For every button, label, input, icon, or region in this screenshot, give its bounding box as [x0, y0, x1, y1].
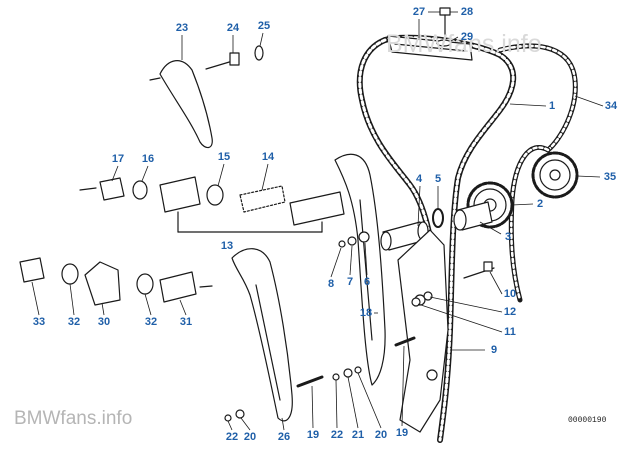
- callout-14[interactable]: 14: [261, 151, 275, 163]
- callout-1[interactable]: 1: [548, 100, 556, 112]
- callout-10[interactable]: 10: [503, 288, 517, 300]
- washer-12: [423, 291, 433, 301]
- bolt-10: [463, 261, 495, 279]
- callout-13[interactable]: 13: [220, 240, 234, 252]
- washer-21: [343, 368, 353, 378]
- washer-6: [358, 231, 370, 243]
- callout-4[interactable]: 4: [415, 173, 423, 185]
- lower-left-parts: [19, 257, 213, 306]
- callout-11[interactable]: 11: [504, 326, 516, 338]
- callout-20-left[interactable]: 20: [243, 431, 257, 443]
- washer-8: [338, 240, 346, 248]
- callout-21[interactable]: 21: [351, 429, 365, 441]
- washer-11: [411, 297, 421, 307]
- guide-rail-9: [397, 229, 449, 433]
- callout-29[interactable]: 29: [460, 31, 474, 43]
- callout-26[interactable]: 26: [277, 431, 291, 443]
- callout-33[interactable]: 33: [32, 316, 46, 328]
- callout-22-right[interactable]: 22: [330, 429, 344, 441]
- callout-23[interactable]: 23: [175, 22, 189, 34]
- guide-rail-26: [231, 248, 293, 422]
- callout-20-right[interactable]: 20: [374, 429, 388, 441]
- pin-19-lower: [296, 375, 324, 388]
- washer-20-lower: [354, 366, 362, 374]
- callout-30[interactable]: 30: [97, 316, 111, 328]
- callout-6[interactable]: 6: [363, 276, 371, 288]
- washer-29: [436, 39, 452, 47]
- callout-32-right[interactable]: 32: [144, 316, 158, 328]
- watermark-bottom: BMWfans.info: [14, 408, 133, 429]
- callout-27[interactable]: 27: [412, 6, 426, 18]
- callout-19-lower[interactable]: 19: [306, 429, 320, 441]
- callout-15[interactable]: 15: [217, 151, 231, 163]
- callout-5[interactable]: 5: [434, 173, 442, 185]
- callout-3[interactable]: 3: [504, 231, 512, 243]
- pin-19-upper: [394, 336, 416, 347]
- guide-23: [149, 60, 213, 149]
- callout-24[interactable]: 24: [226, 22, 240, 34]
- watermark-top: BMWfans.info: [386, 30, 542, 58]
- callout-31[interactable]: 31: [179, 316, 193, 328]
- callout-17[interactable]: 17: [111, 153, 125, 165]
- washer-20: [235, 409, 245, 419]
- bolt-24: [205, 52, 240, 70]
- callout-32-left[interactable]: 32: [67, 316, 81, 328]
- callout-18[interactable]: 18: [359, 307, 373, 319]
- callout-19-upper[interactable]: 19: [395, 427, 409, 439]
- callout-16[interactable]: 16: [141, 153, 155, 165]
- washer-22: [224, 414, 232, 422]
- washer-7: [347, 236, 357, 246]
- callout-34[interactable]: 34: [604, 100, 618, 112]
- callout-7[interactable]: 7: [346, 276, 354, 288]
- drawing-number: 00000190: [568, 416, 607, 425]
- tensioner-assembly: [79, 176, 345, 233]
- bolt-28: [439, 7, 451, 41]
- callout-22-left[interactable]: 22: [225, 431, 239, 443]
- washer-25: [254, 45, 264, 61]
- callout-28[interactable]: 28: [460, 6, 474, 18]
- callout-35[interactable]: 35: [603, 171, 617, 183]
- washer-22-lower: [332, 373, 340, 381]
- callout-9[interactable]: 9: [490, 344, 498, 356]
- callout-12[interactable]: 12: [503, 306, 517, 318]
- callout-25[interactable]: 25: [257, 20, 271, 32]
- callout-8[interactable]: 8: [327, 278, 335, 290]
- tensioner-rail-18: [334, 153, 386, 386]
- ring-5: [432, 208, 444, 228]
- sprocket-35: [531, 151, 579, 199]
- callout-2[interactable]: 2: [536, 198, 544, 210]
